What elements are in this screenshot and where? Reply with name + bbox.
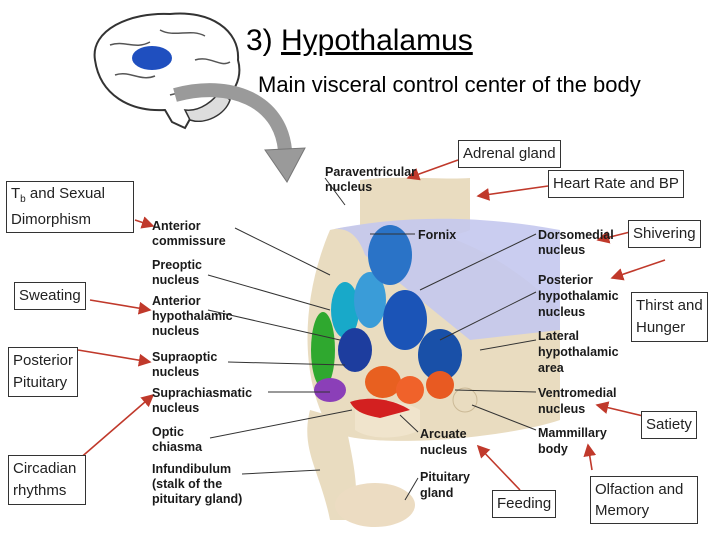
box-posterior-pituitary: Posterior Pituitary [8, 347, 78, 397]
label-optic-1: Optic [152, 425, 184, 439]
label-anterior-hypothalamic-1: Anterior [152, 294, 201, 308]
label-arcuate-2: nucleus [420, 443, 467, 457]
label-suprachiasmatic-2: nucleus [152, 401, 199, 415]
tb-line2: Dimorphism [11, 211, 92, 228]
label-preoptic-1: Preoptic [152, 258, 202, 272]
tb-subscript: b [20, 194, 26, 205]
label-paraventricular-1: Paraventricular [325, 165, 416, 179]
function-arrows [77, 159, 666, 491]
label-infundibulum-1: Infundibulum [152, 462, 231, 476]
label-fornix: Fornix [418, 228, 456, 242]
label-anterior-commissure-1: Anterior [152, 219, 201, 233]
title-prefix: 3) [246, 24, 282, 57]
thirst-line1: Thirst and [636, 297, 703, 314]
label-dorsomedial-2: nucleus [538, 243, 585, 257]
label-paraventricular-2: nucleus [325, 180, 372, 194]
posterior-line2: Pituitary [13, 374, 68, 391]
box-sweating: Sweating [14, 282, 86, 310]
label-posterior-hypothalamic-1: Posterior [538, 273, 593, 287]
label-lateral-1: Lateral [538, 329, 579, 343]
thirst-line2: Hunger [636, 319, 686, 336]
label-ventromedial-1: Ventromedial [538, 386, 617, 400]
big-arrow [173, 83, 292, 152]
label-supraoptic-2: nucleus [152, 365, 199, 379]
label-optic-2: chiasma [152, 440, 203, 454]
label-supraoptic-1: Supraoptic [152, 350, 217, 364]
tb-suffix: and Sexual [25, 185, 105, 202]
label-ventromedial-2: nucleus [538, 402, 585, 416]
circadian-line2: rhythms [13, 482, 67, 499]
box-adrenal-gland: Adrenal gland [458, 140, 561, 168]
box-tb-sexual-dimorphism: Tb and Sexual Dimorphism [6, 181, 134, 233]
title-main: Hypothalamus [281, 24, 473, 57]
label-anterior-hypothalamic-3: nucleus [152, 324, 199, 338]
hypothalamus-anatomy [307, 177, 560, 527]
label-suprachiasmatic-1: Suprachiasmatic [152, 386, 252, 400]
label-arcuate-1: Arcuate [420, 427, 467, 441]
label-mammillary-1: Mammillary [538, 426, 607, 440]
label-pituitary-2: gland [420, 486, 453, 500]
box-feeding: Feeding [492, 490, 557, 518]
brain-icon [93, 12, 241, 130]
label-lateral-3: area [538, 361, 565, 375]
box-heart-rate-bp: Heart Rate and BP [548, 170, 684, 198]
circadian-line1: Circadian [13, 460, 77, 477]
label-infundibulum-3: pituitary gland) [152, 492, 242, 506]
box-circadian-rhythms: Circadian rhythms [8, 455, 86, 505]
box-shivering: Shivering [628, 220, 701, 248]
box-satiety: Satiety [641, 411, 697, 439]
slide-title: 3) Hypothalamus [246, 24, 473, 58]
leader-lines [207, 177, 537, 501]
slide-subtitle: Main visceral control center of the body [258, 72, 641, 97]
label-pituitary-1: Pituitary [420, 470, 470, 484]
label-dorsomedial-1: Dorsomedial [538, 228, 614, 242]
label-anterior-commissure-2: commissure [152, 234, 226, 248]
box-olfaction-memory: Olfaction and Memory [590, 476, 698, 524]
tb-prefix: T [11, 185, 21, 202]
label-mammillary-2: body [538, 442, 568, 456]
label-preoptic-2: nucleus [152, 273, 199, 287]
posterior-line1: Posterior [13, 352, 74, 369]
label-anterior-hypothalamic-2: hypothalamic [152, 309, 233, 323]
label-lateral-2: hypothalamic [538, 345, 619, 359]
olfaction-line2: Memory [595, 502, 650, 519]
label-infundibulum-2: (stalk of the [152, 477, 222, 491]
label-posterior-hypothalamic-3: nucleus [538, 305, 585, 319]
label-posterior-hypothalamic-2: hypothalamic [538, 289, 619, 303]
olfaction-line1: Olfaction and [595, 481, 684, 498]
box-thirst-hunger: Thirst and Hunger [631, 292, 708, 342]
